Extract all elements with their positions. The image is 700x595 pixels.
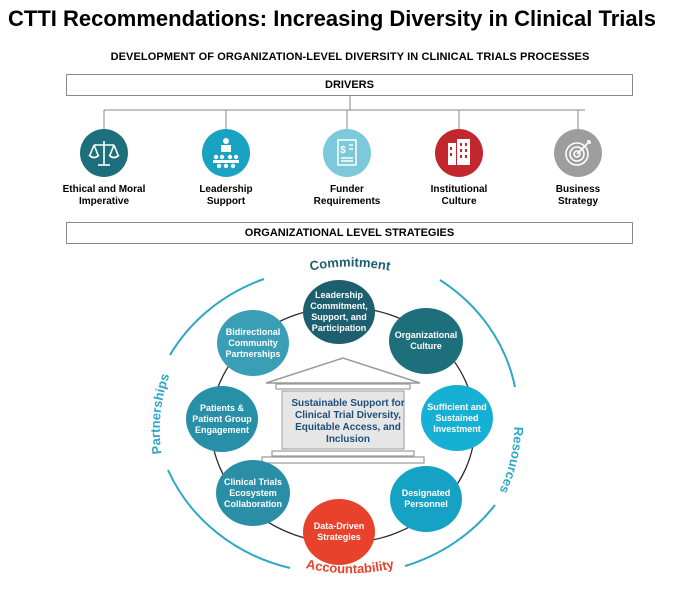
node-sufficient-investment: Sufficient and Sustained Investment — [421, 385, 493, 451]
node-patient-engagement: Patients & Patient Group Engagement — [186, 386, 258, 452]
node-leadership-commitment: Leadership Commitment, Support, and Part… — [303, 280, 375, 344]
temple-icon — [261, 357, 425, 464]
outer-arc-top-right — [439, 279, 516, 388]
drivers-header: DRIVERS — [66, 74, 633, 96]
node-community-partnerships: Bidirectional Community Partnerships — [217, 310, 289, 376]
building-icon — [435, 129, 483, 177]
outer-arc-bottom-right — [404, 504, 496, 567]
target-icon — [554, 129, 602, 177]
arc-label-commitment: Commitment — [308, 254, 392, 273]
scales-of-justice-icon — [80, 129, 128, 177]
podium-audience-icon — [202, 129, 250, 177]
strategy-wheel: Commitment Resources Accountability Part… — [148, 254, 527, 576]
svg-text:$: $ — [340, 145, 346, 156]
strategies-header: ORGANIZATIONAL LEVEL STRATEGIES — [66, 222, 633, 244]
outer-arc-top-left — [169, 278, 265, 356]
drivers-connectors — [103, 96, 585, 129]
node-organizational-culture: Organizational Culture — [389, 308, 463, 374]
center-goal-text: Sustainable Support for Clinical Trial D… — [291, 398, 405, 445]
arc-label-partnerships: Partnerships — [148, 371, 173, 455]
money-document-icon: $ — [323, 129, 371, 177]
arc-label-resources: Resources — [497, 427, 527, 496]
page-title: CTTI Recommendations: Increasing Diversi… — [8, 6, 656, 31]
node-ecosystem-collaboration: Clinical Trials Ecosystem Collaboration — [216, 460, 290, 526]
node-data-driven-strategies: Data-Driven Strategies — [303, 499, 375, 565]
outer-arc-bottom-left — [167, 469, 291, 569]
diagram-subtitle: DEVELOPMENT OF ORGANIZATION-LEVEL DIVERS… — [110, 51, 590, 63]
node-designated-personnel: Designated Personnel — [390, 466, 462, 532]
